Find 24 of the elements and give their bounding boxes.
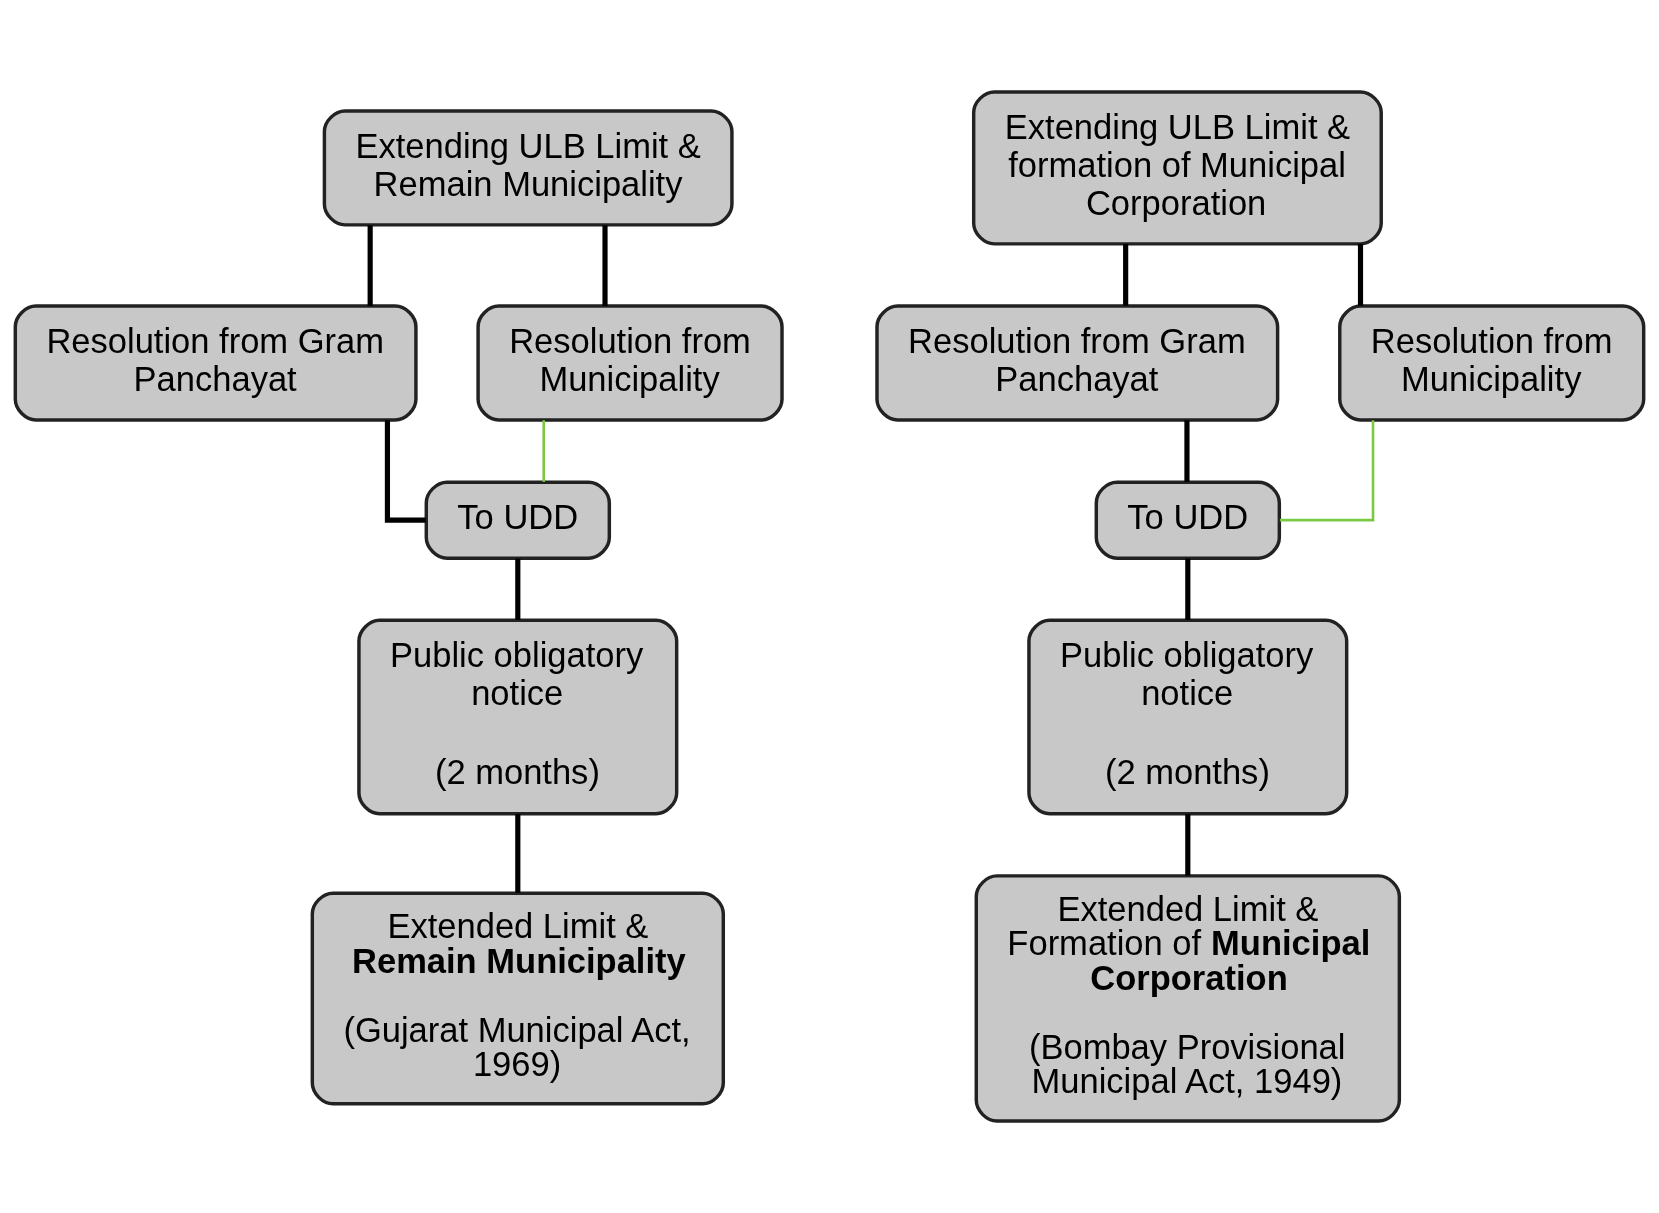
connector	[1357, 243, 1364, 306]
node-box: Public obligatory notice (2 months)	[357, 618, 679, 816]
connector	[1123, 243, 1129, 306]
node-box: Resolution from Municipality	[476, 304, 784, 422]
connector	[367, 225, 373, 306]
node-box: To UDD	[1094, 480, 1282, 560]
connector	[602, 225, 608, 306]
connector	[515, 558, 521, 620]
connector	[1185, 813, 1191, 876]
node-box: Resolution from Municipality	[1338, 304, 1646, 422]
node-box: Public obligatory notice (2 months)	[1027, 618, 1349, 816]
connector	[1184, 420, 1190, 482]
connector	[542, 420, 545, 482]
node-box: To UDD	[424, 480, 612, 560]
connector	[515, 813, 521, 893]
connector	[1279, 420, 1375, 522]
connector	[384, 420, 426, 523]
node-box: Extending ULB Limit & Remain Municipality	[322, 109, 734, 227]
node-box: Extended Limit & Remain Municipality (Gujarat Municipal Act, 1969)	[310, 891, 726, 1106]
node-box: Resolution from Gram Panchayat	[875, 304, 1280, 422]
node-box: Resolution from Gram Panchayat	[13, 304, 418, 422]
node-box: Extended Limit & Formation of Municipal Corporation (Bombay Provisional Municipal Act, 1949)	[974, 874, 1402, 1123]
node-box: Extending ULB Limit & formation of Municipal Corporation	[971, 90, 1383, 246]
connector	[1185, 558, 1191, 620]
